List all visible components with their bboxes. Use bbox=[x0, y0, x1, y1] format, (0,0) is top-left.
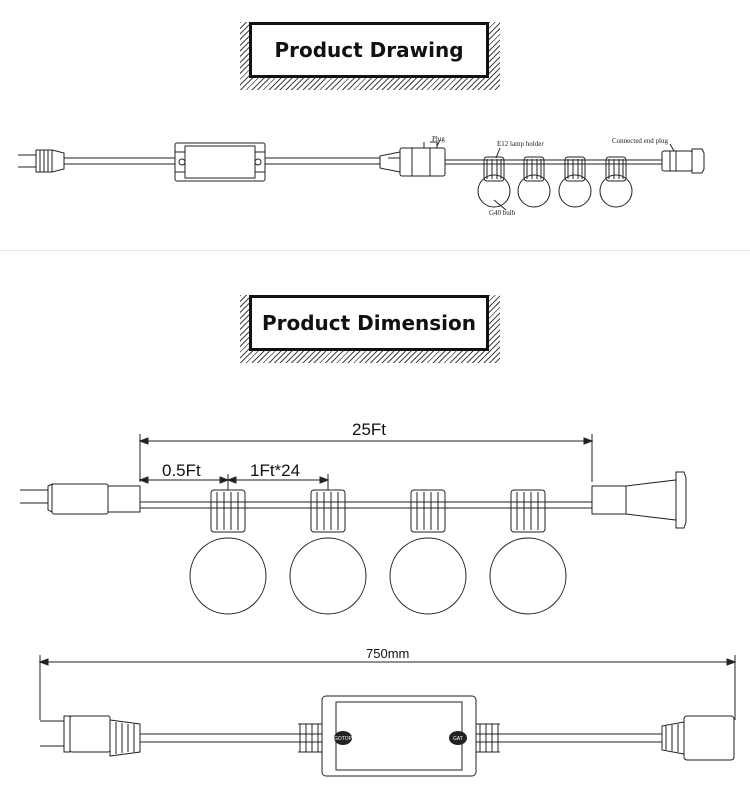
dimension-0-5ft bbox=[138, 474, 230, 490]
dimension-bulb-4 bbox=[489, 489, 567, 615]
product-dimension-title-frame: Product Dimension bbox=[240, 295, 500, 363]
label-lamp-holder: E12 lamp holder bbox=[497, 140, 544, 148]
controller-end-plug bbox=[661, 715, 735, 761]
product-drawing-title: Product Drawing bbox=[249, 22, 489, 78]
drawing-bulb-1 bbox=[477, 156, 511, 208]
dimension-750mm bbox=[38, 655, 737, 720]
product-drawing-diagram: Plug E12 lamp holder Connected end plug … bbox=[18, 135, 705, 217]
dimension-bulb-2 bbox=[289, 489, 367, 615]
drawing-bulb-3 bbox=[558, 156, 592, 208]
controller-cable bbox=[140, 733, 662, 743]
label-750mm: 750mm bbox=[366, 646, 409, 661]
bulb-leader-line bbox=[493, 199, 507, 211]
drawing-wire-segment bbox=[265, 157, 380, 165]
product-dimension-diagram: GOTOP GAT 25Ft 0.5Ft 1Ft*24 750mm bbox=[20, 420, 737, 777]
controller-box bbox=[298, 695, 500, 777]
label-bulb: G40 bulb bbox=[489, 209, 516, 217]
dimension-male-plug bbox=[20, 483, 141, 515]
drawing-end-plug bbox=[661, 148, 705, 174]
drawing-wire-segment bbox=[64, 157, 175, 165]
drawing-male-plug bbox=[18, 149, 65, 173]
label-connected-end-plug: Connected end plug bbox=[612, 137, 668, 145]
product-dimension-title: Product Dimension bbox=[249, 295, 489, 351]
controller-male-plug bbox=[40, 715, 141, 757]
dimension-end-plug bbox=[591, 471, 687, 529]
product-drawing-title-frame: Product Drawing bbox=[240, 22, 500, 90]
drawing-bulb-4 bbox=[599, 156, 633, 208]
product-drawing-section: Product Drawing bbox=[0, 0, 750, 250]
label-25ft: 25Ft bbox=[352, 420, 386, 439]
dimension-bulb-3 bbox=[389, 489, 467, 615]
dimension-25ft bbox=[138, 434, 594, 482]
badge-right-text: GAT bbox=[453, 736, 463, 742]
drawing-wire-segment bbox=[445, 159, 662, 165]
dimension-bulb-1 bbox=[189, 489, 267, 615]
lamp-holder-leader-line bbox=[495, 147, 501, 159]
end-plug-leader-line bbox=[669, 143, 675, 152]
label-1ft-24: 1Ft*24 bbox=[250, 461, 300, 480]
plug-leader-line bbox=[436, 139, 441, 147]
controller-badge-right: GAT bbox=[449, 731, 467, 745]
label-plug: Plug bbox=[432, 135, 445, 143]
dimension-1ft-24 bbox=[226, 474, 330, 490]
label-0-5ft: 0.5Ft bbox=[162, 461, 201, 480]
badge-left-text: GOTOP bbox=[334, 736, 353, 742]
drawing-controller-box bbox=[174, 142, 266, 182]
drawing-plug-connector bbox=[379, 141, 446, 177]
section-divider bbox=[0, 250, 750, 251]
product-dimension-section: Product Dimension bbox=[0, 250, 750, 797]
controller-badge-left: GOTOP bbox=[334, 731, 353, 745]
drawing-bulb-2 bbox=[517, 156, 551, 208]
